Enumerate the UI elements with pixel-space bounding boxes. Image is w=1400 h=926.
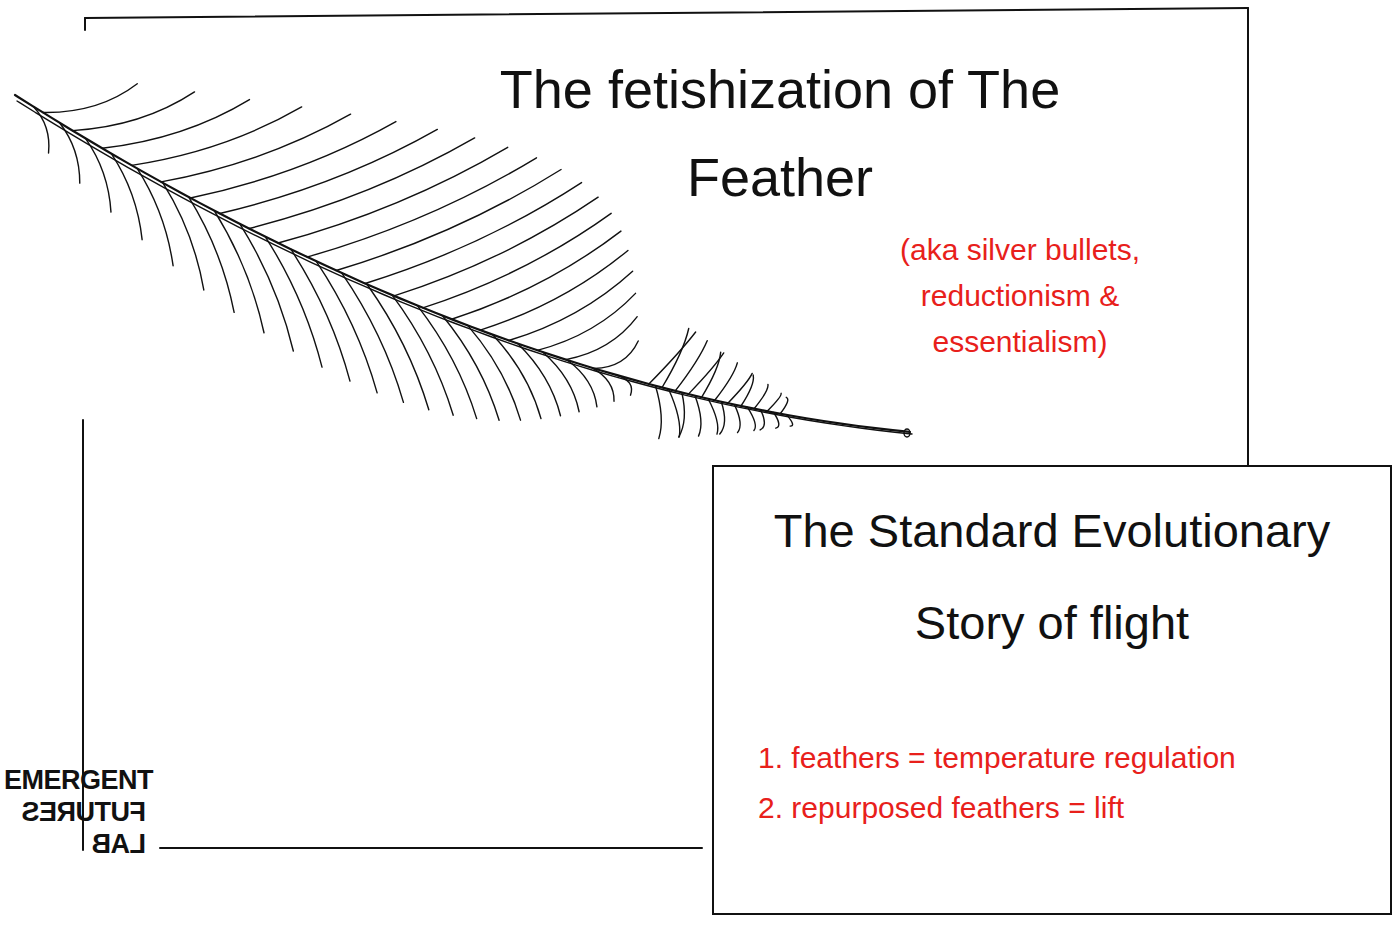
watermark-line: LAB [4,828,146,860]
feather-barb [617,375,631,395]
feather-barb [708,399,718,434]
feather-barb [137,168,173,265]
feather-barb [734,405,740,433]
feather-barb [394,197,598,296]
watermark-line: FUTURES [4,796,146,828]
feather-drawing [15,84,912,439]
feather-barb [720,402,725,434]
feather-barb [265,237,322,367]
feather-barb [509,271,633,340]
feather-barb [695,396,701,436]
feather-barb [669,389,680,437]
box-heading: The Standard Evolutionary Story of fligh… [728,485,1376,669]
feather-barb [111,154,142,240]
story-box: The Standard Evolutionary Story of fligh… [712,465,1392,915]
feather-barb [592,368,614,401]
quill-tip [904,429,910,437]
feather-barb [468,325,521,420]
feather-barb [189,197,235,312]
feather-barb [417,306,476,419]
list-item: 2. repurposed feathers = lift [758,785,1388,831]
feather-barb [73,92,195,131]
feather-barb [60,123,80,183]
feather-barb [493,335,541,419]
watermark-line: EMERGENT [4,764,146,796]
feather-barb [240,224,293,351]
feather-shaft [15,95,910,432]
feather-barb [748,407,756,430]
panel-heading: The fetishization of The Feather [430,45,1130,221]
aside-note: (aka silver bullets, reductionism & esse… [855,227,1185,365]
watermark: EMERGENTFUTURESLAB [4,764,146,860]
feather-barb [760,410,764,430]
feather-barb [702,352,721,397]
watermark-text: FUTURES [22,796,146,828]
watermark-text: LAB [92,828,146,860]
feather-barb [688,353,723,394]
feather-barb [754,384,768,408]
feather-barb [679,393,685,438]
list-item: 1. feathers = temperature regulation [758,735,1388,781]
feather-barb [132,107,302,165]
feather-barb [655,386,661,439]
feather-barb [649,332,696,384]
feather-barb [443,316,500,421]
feather-barb [480,250,628,330]
feather-barb [774,412,779,428]
feather-barb [728,373,752,403]
feather-barb [336,170,561,271]
feather-barb [780,397,788,413]
feather-barb [594,341,638,368]
feather-barb [715,363,738,400]
feather-barb [767,393,781,411]
feather-barb [220,129,438,213]
feather-barb [675,341,707,391]
feather-barb [163,183,204,290]
feather-barb [34,107,49,153]
feather-barb [307,158,536,257]
feather-barb [537,293,635,350]
feather-barb [161,114,351,182]
feather-barb [741,375,753,406]
feather-barb [85,138,111,212]
watermark-text: EMERGENT [4,764,153,796]
feather-barb [566,317,637,360]
feather-barb [518,344,561,416]
feather-barb [43,84,137,113]
feather-barb [291,249,350,381]
feather-barb [787,415,793,426]
feather-barb [214,211,264,333]
feather-barb [190,122,395,198]
feather-barb [365,183,581,284]
feather-barb [568,360,597,407]
feather-barb [543,352,579,412]
